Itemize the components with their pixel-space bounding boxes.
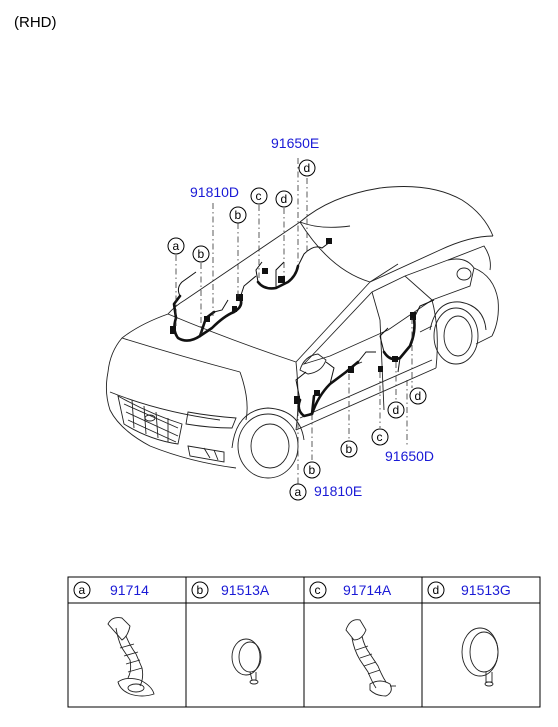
connector [348, 366, 354, 373]
letter-bubble-d: d [409, 387, 427, 405]
svg-text:d: d [393, 403, 400, 417]
connector [314, 390, 320, 396]
car-outline [105, 186, 499, 479]
connector [170, 326, 176, 334]
callout-91650D: 91650D [385, 448, 434, 464]
connector [410, 312, 416, 320]
harness-91810E [294, 351, 376, 418]
callout-91650E: 91650E [271, 135, 319, 151]
callout-91810E: 91810E [314, 483, 362, 499]
leader-lines [175, 158, 413, 484]
connector [278, 276, 285, 283]
letter-bubble-c: c [250, 187, 268, 205]
grommet-91714-drawing [107, 617, 155, 697]
legend-letter: a [79, 583, 86, 597]
legend-cell-d: d 91513G [427, 581, 511, 599]
letter-bubble-a: a [289, 483, 307, 501]
legend-cell-c: c 91714A [309, 581, 392, 599]
letter-bubble-d: d [275, 190, 293, 208]
harness-91650D [378, 299, 435, 373]
letter-bubble-b: b [229, 206, 247, 224]
grommet-91513A-drawing [231, 638, 262, 685]
letter-bubble-d: d [387, 401, 405, 419]
legend-cell-b: b 91513A [191, 581, 270, 599]
svg-text:d: d [415, 389, 422, 403]
letter-bubble-a: a [167, 237, 185, 255]
svg-text:c: c [256, 189, 262, 203]
svg-text:b: b [235, 208, 242, 222]
letter-bubble-b: b [192, 245, 210, 263]
legend-part-number: 91513A [221, 582, 270, 598]
connector [232, 306, 237, 312]
svg-text:b: b [198, 247, 205, 261]
svg-text:d: d [281, 192, 288, 206]
legend-letter: d [433, 583, 440, 597]
legend-part-number: 91513G [461, 582, 511, 598]
connector [294, 396, 300, 404]
legend-cell-a: a 91714 [73, 581, 149, 599]
variant-label: (RHD) [14, 14, 57, 31]
connector [378, 366, 383, 372]
legend-part-number: 91714 [110, 582, 149, 598]
grommet-91714A-drawing [345, 619, 396, 697]
harness-91810D [170, 271, 257, 342]
letter-bubble-d: d [298, 159, 316, 177]
connector [262, 268, 268, 274]
letter-bubble-b: b [340, 440, 358, 458]
legend-letter: b [197, 583, 204, 597]
letter-bubble-b: b [303, 461, 321, 479]
legend-letter: c [315, 583, 321, 597]
svg-text:b: b [346, 442, 353, 456]
svg-text:a: a [295, 485, 302, 499]
connector [326, 238, 332, 244]
letter-bubble-c: c [371, 428, 389, 446]
legend-part-number: 91714A [343, 582, 392, 598]
callout-91810D: 91810D [190, 184, 239, 200]
grommet-91513G-drawing [461, 627, 499, 687]
svg-text:a: a [173, 239, 180, 253]
svg-text:b: b [309, 463, 316, 477]
connector [236, 294, 243, 301]
svg-text:c: c [377, 430, 383, 444]
connector [392, 356, 398, 362]
svg-text:d: d [304, 161, 311, 175]
connector [204, 316, 210, 322]
harness-91650E [255, 238, 332, 290]
legend-table: a 91714 b 91513A c 91714A d 91513G [67, 576, 541, 708]
